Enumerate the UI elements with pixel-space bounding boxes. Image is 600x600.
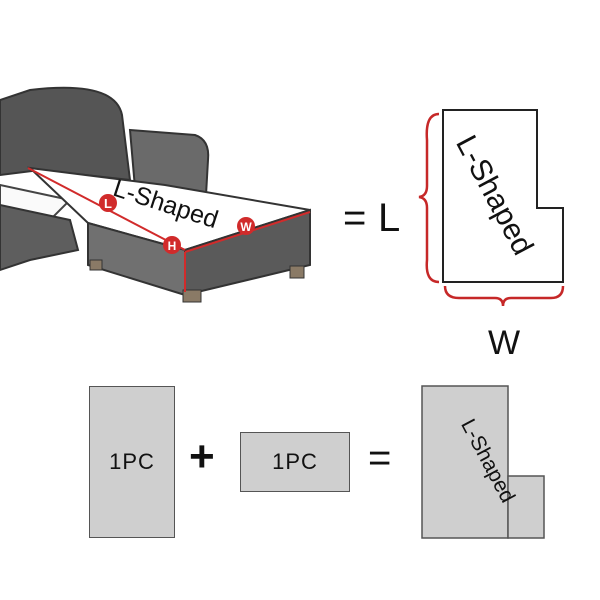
- badge-l-circle: [99, 194, 117, 212]
- l-shape-diagram: L-Shaped: [418, 109, 565, 307]
- piece-2-label: 1PC: [272, 449, 318, 474]
- result-tall-piece: [421, 385, 509, 539]
- left-brace: [418, 112, 440, 284]
- piece-1-label: 1PC: [109, 449, 155, 474]
- bottom-equals: =: [368, 436, 392, 480]
- badge-w: W: [240, 220, 252, 234]
- sofa-armrest: [128, 128, 210, 197]
- sofa-back: [0, 86, 132, 182]
- badge-h: H: [168, 239, 177, 253]
- sofa-illustration: L W H L-Shaped: [0, 86, 311, 303]
- sofa-leg: [89, 259, 103, 271]
- sofa-leg: [289, 265, 305, 279]
- piece-short: 1PC: [240, 432, 350, 492]
- top-equals: =: [343, 196, 367, 240]
- result-short-piece: [507, 475, 545, 539]
- piece-tall: 1PC: [89, 386, 175, 538]
- sofa-left-base: [0, 203, 80, 272]
- result-l-shape: L-Shaped: [421, 385, 545, 539]
- dimension-l: L: [378, 196, 401, 240]
- plus-sign: +: [189, 432, 215, 481]
- badge-h-circle: [163, 236, 181, 254]
- dimension-w: W: [488, 324, 521, 362]
- badge-l: L: [104, 196, 112, 211]
- sofa-leg: [182, 289, 202, 303]
- l-shape-outline: [442, 109, 564, 283]
- bottom-brace: [443, 285, 565, 307]
- badge-w-circle: [237, 217, 255, 235]
